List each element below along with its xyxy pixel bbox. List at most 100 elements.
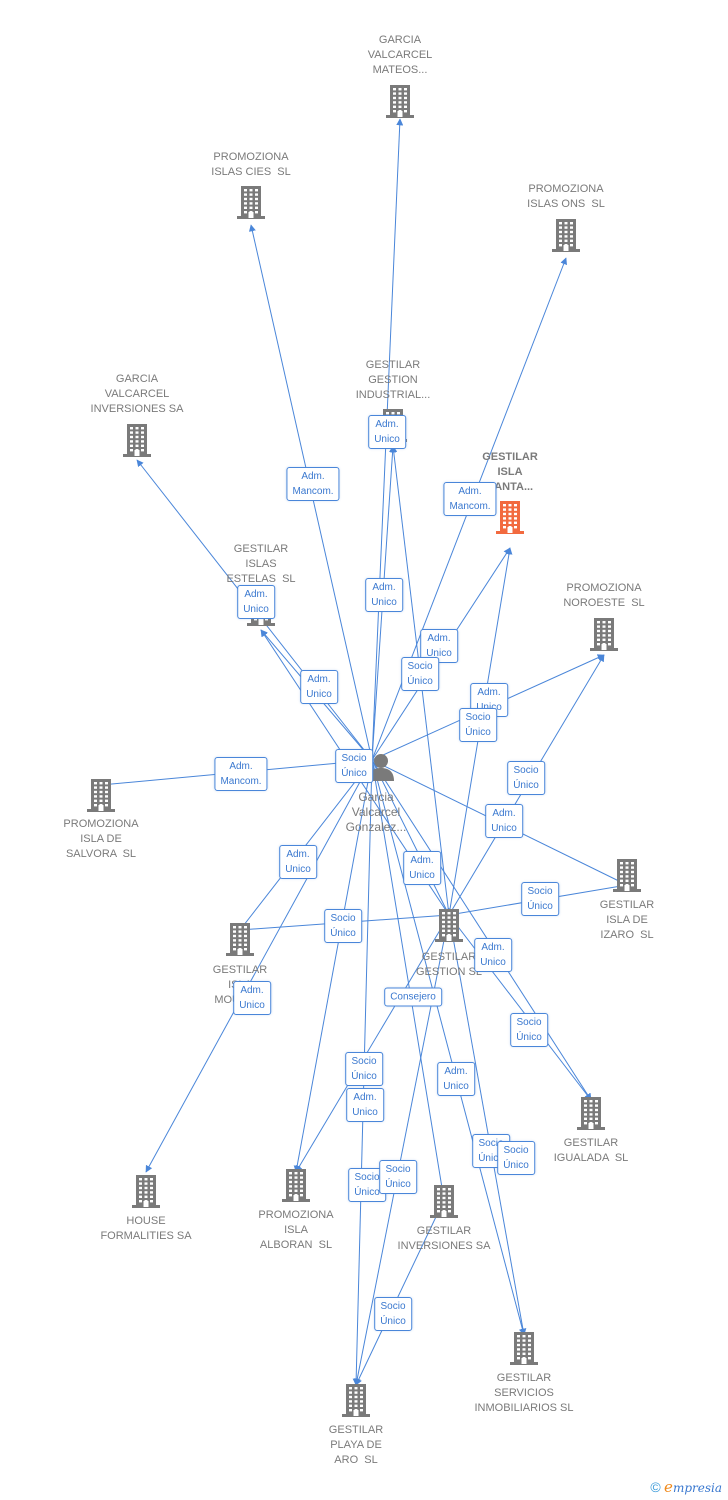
edge-inversiones-playa [355,1199,445,1386]
node-label-house[interactable]: HOUSE FORMALITIES SA [100,1214,191,1244]
relation-badge[interactable]: Socio Único [345,1052,383,1086]
relation-badge[interactable]: Socio Único [521,882,559,916]
building-icon [613,859,641,892]
node-label-text: HOUSE FORMALITIES SA [100,1215,192,1242]
person-icon[interactable] [366,752,396,782]
node-label-izaro[interactable]: GESTILAR ISLA DE IZARO SL [600,898,654,943]
node-salvora[interactable] [86,778,116,812]
relation-badge[interactable]: Adm. Unico [474,938,512,972]
node-label-gv-inv[interactable]: GARCIA VALCARCEL INVERSIONES SA [91,372,184,417]
relation-badge[interactable]: Socio Único [507,761,545,795]
node-label-text: GESTILAR INVERSIONES SA [397,1225,491,1252]
edge-center-house [145,759,373,1173]
relation-badge[interactable]: Adm. Unico [403,851,441,885]
center-person-label[interactable]: Garcia Valcarcel Gonzalez... [346,790,407,835]
relation-badge[interactable]: Adm. Unico [420,629,458,663]
node-label-text: GESTILAR PLAYA DE ARO SL [328,1424,384,1466]
node-servicios[interactable] [509,1331,539,1365]
node-label-text: GARCIA VALCARCEL INVERSIONES SA [90,373,184,415]
building-icon [577,1097,605,1130]
node-igualada[interactable] [576,1096,606,1130]
relation-badge[interactable]: Adm. Unico [233,981,271,1015]
node-label-gestion[interactable]: GESTILAR GESTION SL [416,950,482,980]
relation-badge[interactable]: Socio Único [459,708,497,742]
node-label-salvora[interactable]: PROMOZIONA ISLA DE SALVORA SL [63,817,138,862]
building-icon [282,1169,310,1202]
node-label-text: GESTILAR ISLA SANTA... [482,451,538,493]
relation-badge[interactable]: Adm. Mancom. [286,467,340,501]
node-label-industrial[interactable]: GESTILAR GESTION INDUSTRIAL... [356,358,431,403]
node-playa[interactable] [341,1383,371,1417]
node-label-text: GESTILAR GESTION INDUSTRIAL... [355,359,431,401]
node-label-text: GARCIA VALCARCEL MATEOS... [367,34,433,76]
node-label-text: GESTILAR SERVICIOS INMOBILIARIOS SL [474,1372,574,1414]
edge-center-igualada [371,759,592,1101]
node-label-text: PROMOZIONA ISLA ALBORAN SL [258,1209,334,1251]
node-house[interactable] [131,1174,161,1208]
relation-badge[interactable]: Adm. Unico [346,1088,384,1122]
relation-badge[interactable]: Adm. Unico [485,804,523,838]
node-label-text: GESTILAR GESTION SL [415,951,483,978]
node-gv-inv[interactable] [122,423,152,457]
relation-badge[interactable]: Socio Único [497,1141,535,1175]
relation-badge[interactable]: Adm. Unico [300,670,338,704]
node-label-playa[interactable]: GESTILAR PLAYA DE ARO SL [329,1423,383,1468]
relation-badge[interactable]: Socio Único [335,749,373,783]
relation-badge[interactable]: Socio Único [374,1297,412,1331]
relation-badge[interactable]: Socio Único [510,1013,548,1047]
building-icon [430,1185,458,1218]
edge-center-alboran [293,759,373,1173]
node-mouro[interactable] [225,922,255,956]
node-label-noroeste[interactable]: PROMOZIONA NOROESTE SL [563,581,644,611]
building-icon [132,1175,160,1208]
edge-gestion-igualada [448,914,592,1101]
building-icon [342,1384,370,1417]
node-inversiones[interactable] [429,1184,459,1218]
center-label-text: Garcia Valcarcel Gonzalez... [345,790,407,834]
node-noroeste[interactable] [589,617,619,651]
edge-center-servicios [371,759,526,1336]
node-gestion[interactable] [434,908,464,942]
node-alboran[interactable] [281,1168,311,1202]
building-icon [552,219,580,252]
relation-badge[interactable]: Adm. Mancom. [443,482,497,516]
relation-badge[interactable]: Adm. Unico [368,415,406,449]
node-label-text: GESTILAR ISLAS ESTELAS SL [226,543,296,585]
node-label-ons[interactable]: PROMOZIONA ISLAS ONS SL [527,182,605,212]
building-icon [226,923,254,956]
node-label-santa[interactable]: GESTILAR ISLA SANTA... [482,450,538,495]
relation-badge[interactable]: Socio Único [379,1160,417,1194]
relation-badge[interactable]: Adm. Mancom. [214,757,268,791]
relation-badge[interactable]: Adm. Unico [437,1062,475,1096]
node-label-cies[interactable]: PROMOZIONA ISLAS CIES SL [211,150,290,180]
copyright: © empresia [650,1478,722,1496]
node-santa[interactable] [495,500,525,534]
node-label-text: GESTILAR ISLA DE IZARO SL [599,899,655,941]
node-label-mateos[interactable]: GARCIA VALCARCEL MATEOS... [368,33,433,78]
relation-badge[interactable]: Socio Único [401,657,439,691]
brand-name: mpresia [672,1481,722,1495]
edge-gestion-alboran [295,914,450,1173]
node-label-estelas[interactable]: GESTILAR ISLAS ESTELAS SL [226,542,295,587]
building-icon [123,424,151,457]
node-label-text: PROMOZIONA ISLAS ONS SL [527,183,605,210]
relation-badge[interactable]: Adm. Unico [365,578,403,612]
node-label-igualada[interactable]: GESTILAR IGUALADA SL [554,1136,629,1166]
node-label-servicios[interactable]: GESTILAR SERVICIOS INMOBILIARIOS SL [474,1371,573,1416]
building-icon [435,909,463,942]
relation-badge[interactable]: Adm. Unico [279,845,317,879]
node-label-inversiones[interactable]: GESTILAR INVERSIONES SA [398,1224,491,1254]
node-label-text: PROMOZIONA NOROESTE SL [563,582,645,609]
edge-gestion-servicios [448,914,527,1336]
node-label-text: PROMOZIONA ISLAS CIES SL [211,151,291,178]
node-ons[interactable] [551,218,581,252]
node-label-text: PROMOZIONA ISLA DE SALVORA SL [63,818,139,860]
relation-badge[interactable]: Consejero [384,987,442,1007]
brand-initial: e [664,1478,673,1496]
node-label-alboran[interactable]: PROMOZIONA ISLA ALBORAN SL [258,1208,333,1253]
node-cies[interactable] [236,185,266,219]
relation-badge[interactable]: Adm. Unico [237,585,275,619]
node-izaro[interactable] [612,858,642,892]
node-mateos[interactable] [385,84,415,118]
relation-badge[interactable]: Socio Único [324,909,362,943]
